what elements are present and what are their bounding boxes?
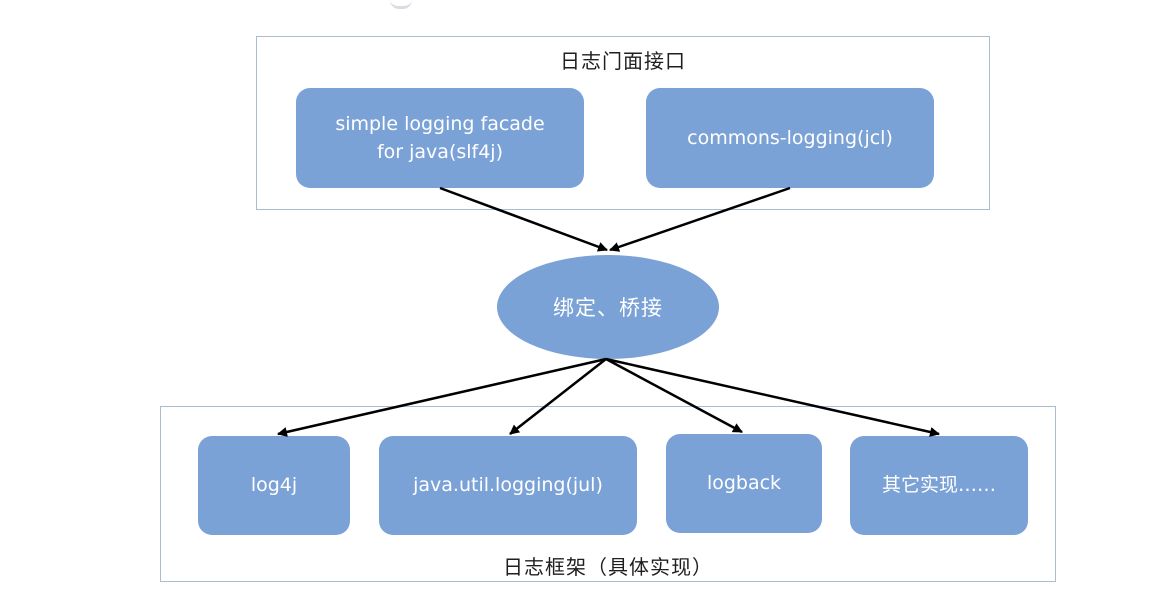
log4j-node: log4j xyxy=(198,436,350,535)
binding-bridge-ellipse: 绑定、桥接 xyxy=(497,255,719,359)
facade-group-title: 日志门面接口 xyxy=(560,49,686,73)
other-implementations-node: 其它实现…… xyxy=(850,436,1028,535)
jul-node: java.util.logging(jul) xyxy=(379,436,637,535)
logback-node: logback xyxy=(666,434,822,533)
slf4j-label-line2: for java(slf4j) xyxy=(376,141,504,163)
jcl-node: commons-logging(jcl) xyxy=(646,88,934,188)
binding-bridge-label: 绑定、桥接 xyxy=(553,296,663,320)
jcl-label: commons-logging(jcl) xyxy=(687,126,893,149)
jul-label: java.util.logging(jul) xyxy=(413,474,603,497)
top-edge-artifact xyxy=(390,0,412,9)
slf4j-node: simple logging facade for java(slf4j) xyxy=(296,88,584,188)
other-implementations-label: 其它实现…… xyxy=(881,474,996,497)
log4j-label: log4j xyxy=(250,474,298,497)
slf4j-label-line1: simple logging facade xyxy=(335,112,545,135)
framework-group-title: 日志框架（具体实现） xyxy=(503,555,713,579)
logback-label: logback xyxy=(706,472,782,495)
